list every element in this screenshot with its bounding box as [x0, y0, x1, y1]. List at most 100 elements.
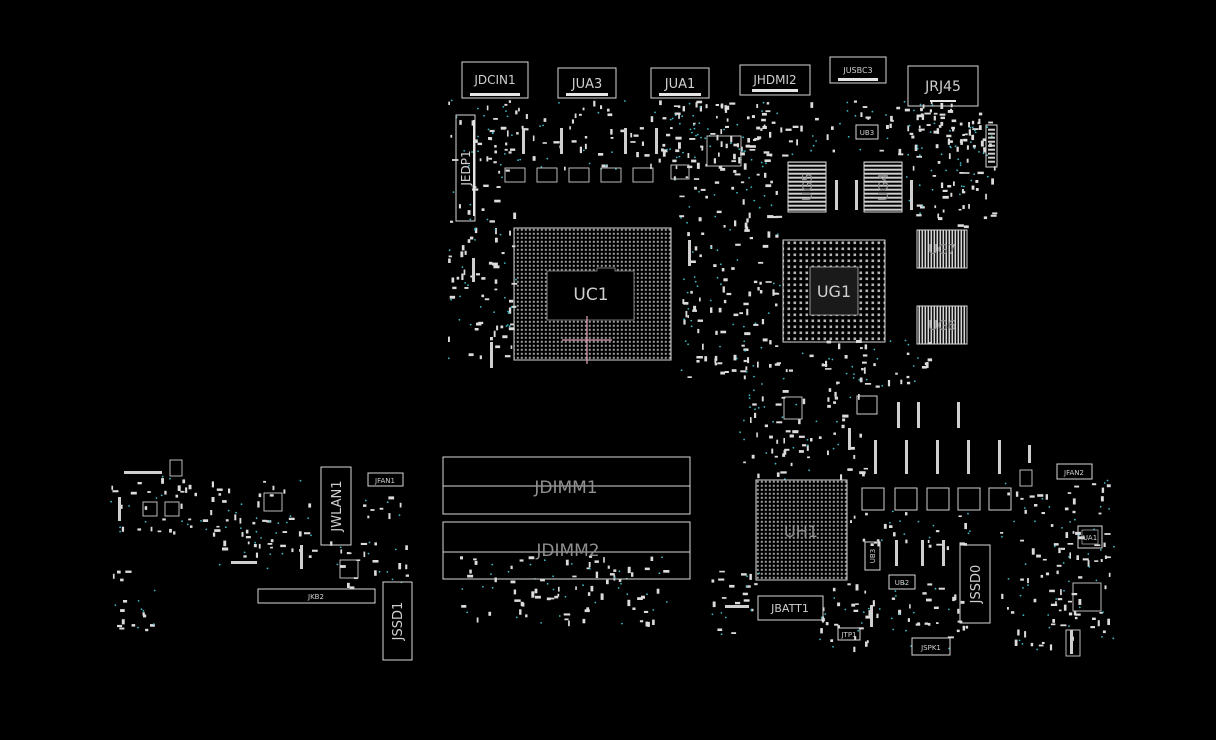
via-dot	[854, 114, 857, 117]
smd-part	[647, 621, 650, 627]
smd-part	[1014, 639, 1018, 646]
smd-part	[747, 138, 750, 143]
vias-layer	[110, 99, 1115, 651]
smd-part	[464, 287, 469, 289]
smd-part	[935, 530, 940, 533]
smd-part	[842, 418, 846, 422]
via-dot	[754, 322, 757, 325]
smd-part	[859, 433, 862, 438]
via-dot	[666, 148, 668, 151]
smd-part	[194, 492, 197, 497]
via-dot	[891, 510, 894, 513]
smd-part	[704, 356, 708, 362]
label-jfan2: JFAN2	[1063, 469, 1084, 477]
smd-part	[1034, 504, 1038, 507]
label-jedp1: JEDP1	[459, 150, 473, 186]
smd-part	[540, 579, 545, 582]
smd-part	[298, 531, 302, 537]
via-dot	[529, 563, 532, 566]
smd-part	[509, 230, 511, 236]
smd-part	[887, 380, 891, 387]
via-dot	[114, 604, 117, 606]
via-dot	[482, 585, 484, 588]
smd-part	[696, 162, 700, 169]
via-dot	[502, 105, 505, 108]
smd-part	[937, 161, 941, 164]
via-dot	[169, 477, 171, 480]
via-dot	[858, 379, 861, 381]
smd-part	[770, 153, 773, 157]
smd-part	[1053, 543, 1059, 546]
via-dot	[986, 154, 988, 157]
smd-part	[962, 205, 965, 209]
smd-part	[820, 628, 823, 634]
smd-part	[672, 159, 677, 163]
smd-part	[500, 325, 504, 329]
smd-part	[893, 532, 896, 537]
via-dot	[741, 150, 744, 152]
smd-part	[916, 155, 922, 158]
smd-part	[448, 101, 450, 105]
connector-jwlan1: JWLAN1	[320, 466, 352, 546]
smd-part	[907, 618, 910, 622]
smd-part	[514, 599, 521, 602]
smd-part	[164, 490, 167, 495]
label-jwlan1: JWLAN1	[330, 480, 345, 532]
via-dot	[1034, 520, 1036, 523]
via-dot	[1068, 625, 1070, 627]
smd-part	[582, 107, 585, 111]
label-uc1: UC1	[573, 285, 608, 305]
smd-part	[747, 357, 750, 364]
connector-jkb2: JKB2	[257, 588, 376, 604]
smd-part	[405, 564, 408, 570]
smd-part	[574, 113, 577, 118]
via-dot	[698, 190, 700, 193]
smd-part	[479, 355, 482, 360]
smd-part	[851, 603, 856, 607]
smd-part	[825, 368, 832, 370]
via-dot	[815, 420, 818, 423]
smd-part	[959, 542, 965, 546]
via-dot	[661, 556, 663, 559]
via-dot	[1041, 497, 1044, 500]
smd-part	[255, 552, 258, 558]
smd-part	[182, 479, 186, 484]
smd-part	[1038, 644, 1044, 647]
smd-part	[764, 424, 768, 428]
via-dot	[832, 447, 835, 450]
label-jdcin1: JDCIN1	[473, 73, 515, 87]
via-dot	[970, 179, 973, 182]
via-dot	[683, 318, 685, 321]
smd-part	[565, 559, 569, 566]
via-dot	[646, 593, 648, 596]
smd-part	[834, 623, 839, 626]
via-dot	[940, 153, 943, 156]
via-dot	[770, 204, 773, 207]
via-dot	[491, 586, 494, 589]
smd-part	[927, 583, 933, 586]
label-ub3-bottom: UB3	[869, 549, 877, 563]
smd-part	[607, 108, 610, 112]
smd-part	[731, 632, 737, 634]
smd-part	[975, 188, 979, 191]
via-dot	[1106, 479, 1109, 482]
via-dot	[748, 394, 751, 397]
via-dot	[969, 530, 971, 532]
via-dot	[948, 608, 950, 611]
smd-part	[718, 578, 725, 581]
via-dot	[503, 262, 506, 264]
smd-part	[714, 181, 720, 184]
via-dot	[696, 285, 699, 288]
via-dot	[469, 218, 472, 221]
via-dot	[461, 588, 464, 590]
smd-part	[750, 417, 752, 423]
smd-part	[710, 133, 716, 135]
smd-part	[946, 546, 949, 550]
smd-part	[1068, 612, 1073, 616]
via-dot	[865, 378, 868, 381]
smd-part	[927, 358, 933, 362]
label-uh1: UH1	[784, 522, 818, 541]
via-dot	[832, 645, 834, 648]
via-dot	[982, 152, 985, 155]
via-dot	[463, 149, 466, 152]
